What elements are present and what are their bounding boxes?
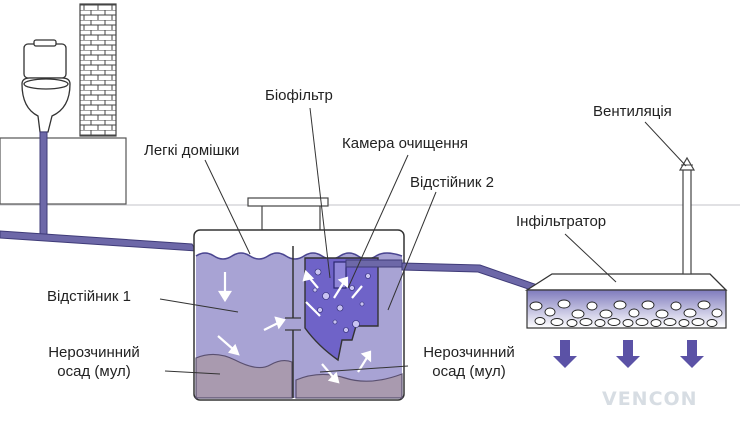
inlet-pipe	[0, 230, 197, 252]
vencon-watermark-logo: VENCON	[602, 388, 698, 410]
sediment-right-line2: осад (мул)	[432, 363, 506, 380]
sediment-left-line1: Нерозчинний	[48, 344, 140, 361]
light-impurities-label: Легкі домішки	[144, 142, 240, 159]
leader-lines	[159, 107, 687, 375]
sediment-left-label: Нерозчинний осад (мул)	[31, 343, 157, 381]
brick-wall	[79, 3, 117, 137]
settler-2-label: Відстійник 2	[410, 174, 494, 191]
cleaning-chamber-label: Камера очищення	[342, 135, 468, 152]
house-platform	[0, 137, 127, 205]
ventilation-label: Вентиляція	[593, 103, 672, 120]
infiltrator	[524, 273, 728, 329]
sediment-right-line1: Нерозчинний	[423, 344, 515, 361]
drain-pipe-vertical	[39, 131, 48, 239]
toilet-icon	[21, 39, 71, 133]
ventilation-pipe	[678, 156, 696, 275]
seepage-arrows	[553, 340, 704, 368]
tank-hatch	[261, 204, 321, 231]
sediment-right-label: Нерозчинний осад (мул)	[406, 343, 532, 381]
infiltrator-label: Інфільтратор	[516, 213, 607, 230]
settler-1-label: Відстійник 1	[47, 288, 131, 305]
tank-hatch-lid	[247, 197, 329, 207]
septic-tank	[193, 229, 405, 401]
outlet-pipe	[401, 262, 547, 295]
biofilter-label: Біофільтр	[265, 87, 333, 104]
sediment-left-line2: осад (мул)	[57, 363, 131, 380]
